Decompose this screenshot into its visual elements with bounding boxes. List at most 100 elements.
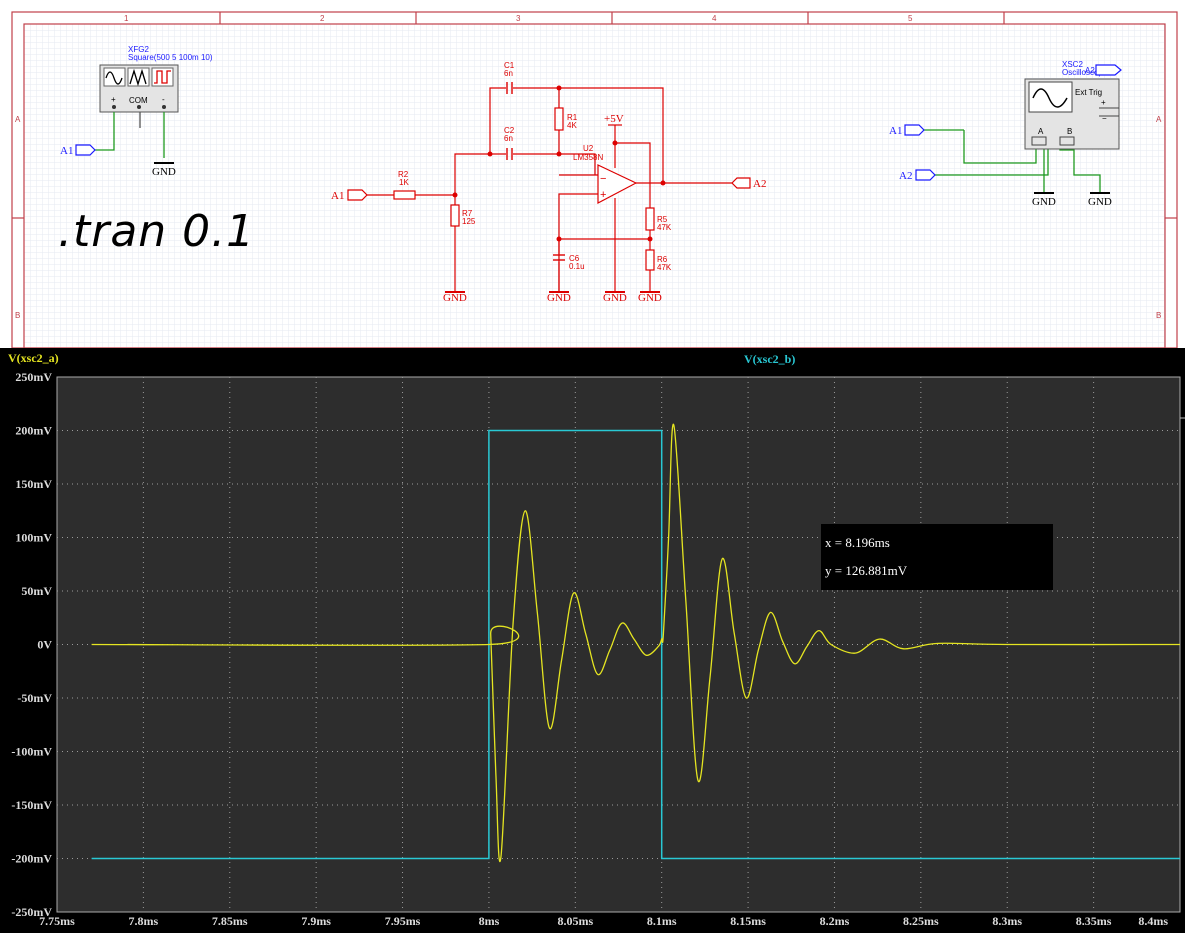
svg-text:GND: GND — [638, 292, 662, 304]
x-tick-label: 8.1ms — [647, 914, 677, 928]
trace-b-line[interactable] — [91, 429, 1180, 860]
svg-text:R1: R1 — [567, 113, 578, 122]
gnd-scope: GND GND — [1032, 192, 1112, 208]
cursor-x-value: x = 8.196ms — [825, 535, 890, 550]
schematic-canvas[interactable]: 1 2 3 4 5 A A B B XFG2 Square(500 5 100m… — [0, 0, 1185, 348]
svg-text:GND: GND — [443, 292, 467, 304]
connector-label: A1 — [60, 145, 73, 157]
spice-directive[interactable]: .tran 0.1 — [58, 206, 256, 257]
x-tick-label: 8ms — [479, 914, 500, 928]
y-tick-label: 250mV — [15, 370, 52, 384]
y-tick-labels: 250mV200mV150mV100mV50mV0V-50mV-100mV-15… — [11, 370, 52, 919]
connector-a1-mid[interactable]: A1 — [331, 189, 368, 202]
u2-ref: U2 — [583, 144, 594, 153]
svg-text:+5V: +5V — [604, 113, 624, 125]
y-tick-label: 200mV — [15, 424, 52, 438]
x-tick-label: 7.95ms — [385, 914, 421, 928]
row-label: B — [15, 311, 20, 320]
y-tick-label: -50mV — [17, 691, 52, 705]
svg-text:A2: A2 — [1085, 66, 1095, 75]
svg-text:−: − — [1102, 114, 1107, 123]
svg-text:6n: 6n — [504, 134, 513, 143]
svg-text:125: 125 — [462, 217, 476, 226]
trace-b-label[interactable]: V(xsc2_b) — [744, 352, 795, 366]
y-tick-label: 0V — [37, 638, 52, 652]
channel-b-label: B — [1067, 127, 1072, 136]
svg-text:GND: GND — [547, 292, 571, 304]
column-label: 4 — [712, 14, 717, 23]
svg-text:A2: A2 — [753, 178, 766, 190]
column-label: 1 — [124, 14, 129, 23]
row-label: A — [1156, 115, 1162, 124]
connector-a1-scope[interactable]: A1 — [889, 124, 925, 137]
svg-text:+: + — [1101, 98, 1106, 107]
svg-text:4K: 4K — [567, 121, 577, 130]
traces — [91, 423, 1181, 863]
opamp-u2[interactable]: − + U2 LM358N — [573, 144, 638, 204]
row-label: A — [15, 115, 21, 124]
sine-icon — [103, 67, 126, 87]
x-tick-label: 7.8ms — [129, 914, 159, 928]
sheet-frame — [11, 11, 1178, 348]
svg-text:R2: R2 — [398, 170, 409, 179]
svg-text:1K: 1K — [399, 178, 409, 187]
y-tick-label: -200mV — [11, 852, 52, 866]
y-tick-label: -150mV — [11, 798, 52, 812]
row-label: B — [1156, 311, 1161, 320]
x-tick-label: 7.9ms — [301, 914, 331, 928]
trace-a-label[interactable]: V(xsc2_a) — [8, 351, 59, 365]
y-tick-label: -100mV — [11, 745, 52, 759]
svg-text:+: + — [600, 189, 606, 201]
channel-a-label: A — [1038, 127, 1044, 136]
svg-text:47K: 47K — [657, 263, 672, 272]
xsc2-ref: XSC2 — [1062, 60, 1083, 69]
connector-a2-out[interactable]: A2 — [731, 177, 766, 190]
svg-text:C1: C1 — [504, 61, 515, 70]
svg-text:A1: A1 — [331, 190, 344, 202]
connector-a1-left[interactable]: A1 — [60, 144, 96, 157]
y-tick-label: 50mV — [21, 584, 52, 598]
x-tick-label: 8.15ms — [730, 914, 766, 928]
gnd-xfg2: GND — [152, 162, 176, 178]
ext-trig-label: Ext Trig — [1075, 88, 1102, 97]
capacitor-symbols — [506, 82, 565, 261]
cursor-readout: x = 8.196ms y = 126.881mV — [821, 524, 1053, 590]
svg-text:A2: A2 — [899, 170, 912, 182]
x-tick-label: 8.25ms — [903, 914, 939, 928]
svg-text:R6: R6 — [657, 255, 668, 264]
terminal-minus-label: - — [162, 95, 165, 104]
junction-dots — [452, 85, 666, 242]
gnd-label: GND — [152, 166, 176, 178]
x-tick-label: 7.75ms — [39, 914, 75, 928]
x-tick-label: 8.35ms — [1076, 914, 1112, 928]
svg-text:−: − — [600, 173, 606, 185]
x-tick-label: 8.4ms — [1138, 914, 1168, 928]
svg-text:0.1u: 0.1u — [569, 262, 585, 271]
oscilloscope-xsc2[interactable]: XSC2 Oscilloscope A2 Ext Trig + − A B — [1024, 60, 1122, 150]
svg-text:GND: GND — [1032, 196, 1056, 208]
trace-a-line[interactable] — [91, 423, 1181, 863]
svg-text:C2: C2 — [504, 126, 515, 135]
u2-value: LM358N — [573, 153, 603, 162]
connector-a2-scope[interactable]: A2 — [899, 169, 936, 182]
column-label: 3 — [516, 14, 521, 23]
svg-text:R5: R5 — [657, 215, 668, 224]
xfg2-value: Square(500 5 100m 10) — [128, 53, 213, 62]
svg-text:47K: 47K — [657, 223, 672, 232]
xsc2-name: Oscilloscope — [1062, 68, 1108, 77]
terminal-plus-label: + — [111, 95, 116, 104]
terminal-com-label: COM — [129, 96, 148, 105]
svg-text:C6: C6 — [569, 254, 580, 263]
function-generator-xfg2[interactable]: XFG2 Square(500 5 100m 10) + COM - — [99, 45, 213, 113]
schematic-editor[interactable]: 1 2 3 4 5 A A B B XFG2 Square(500 5 100m… — [0, 0, 1185, 348]
svg-text:GND: GND — [1088, 196, 1112, 208]
frame-labels: 1 2 3 4 5 A A B B — [15, 14, 1162, 320]
cursor-y-value: y = 126.881mV — [825, 563, 908, 578]
x-tick-label: 8.3ms — [992, 914, 1022, 928]
column-label: 2 — [320, 14, 325, 23]
waveform-plot[interactable]: 250mV200mV150mV100mV50mV0V-50mV-100mV-15… — [0, 348, 1185, 933]
svg-text:GND: GND — [603, 292, 627, 304]
